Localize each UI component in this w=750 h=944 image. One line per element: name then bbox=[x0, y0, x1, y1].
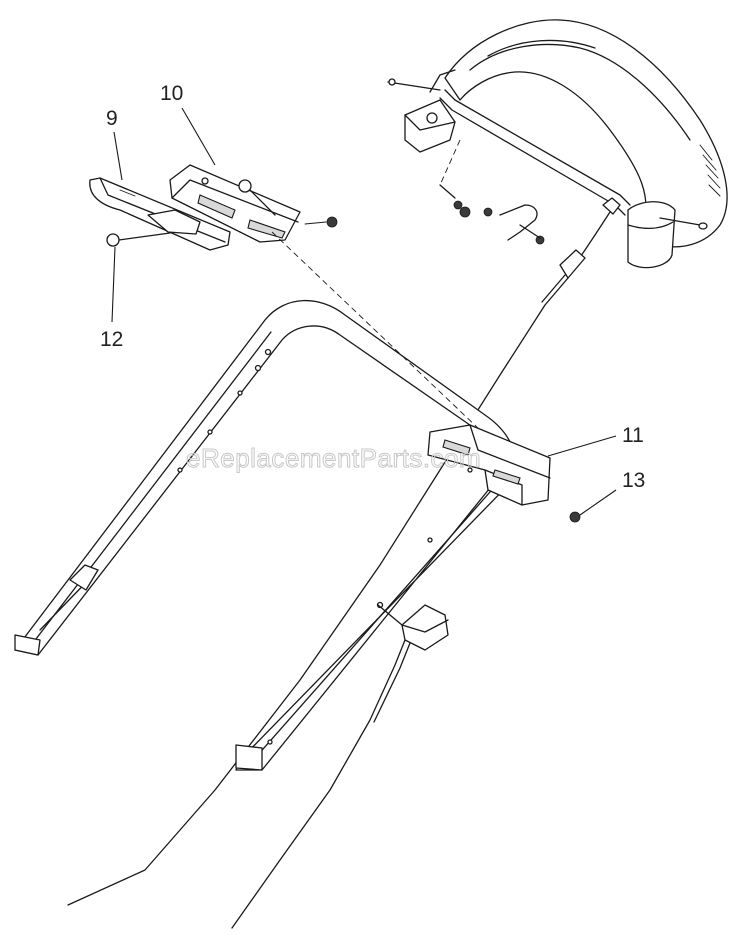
callout-number-11: 11 bbox=[622, 424, 644, 447]
callout-number-9: 9 bbox=[106, 107, 118, 130]
lower-handle-frame bbox=[14, 231, 517, 771]
callout-number-13: 13 bbox=[622, 469, 645, 492]
part-9-bracket bbox=[89, 177, 231, 251]
control-cable bbox=[67, 274, 569, 906]
part-12-screw bbox=[106, 232, 171, 247]
part-10-plate bbox=[169, 164, 338, 243]
upper-handle-assembly bbox=[387, 19, 728, 279]
callout-number-10: 10 bbox=[160, 82, 183, 105]
callout-12: 12 bbox=[100, 246, 123, 351]
callout-10: 10 bbox=[160, 82, 216, 166]
callout-13: 13 bbox=[579, 469, 645, 516]
lower-cable-clip bbox=[231, 604, 449, 929]
callout-9: 9 bbox=[106, 107, 123, 181]
watermark-text: eReplacementParts.com bbox=[186, 443, 481, 473]
callout-11: 11 bbox=[547, 424, 644, 457]
part-11-bracket bbox=[427, 424, 581, 523]
callout-number-12: 12 bbox=[100, 328, 123, 351]
